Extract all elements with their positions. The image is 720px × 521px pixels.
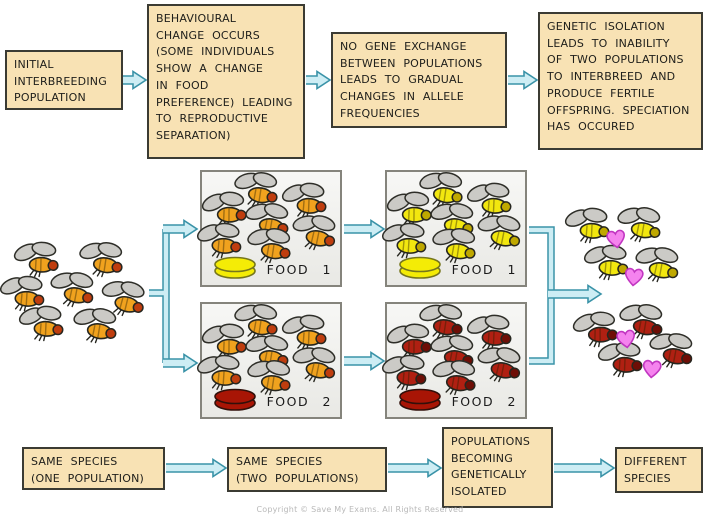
fly-icon-red <box>645 328 695 371</box>
flow-arrow-icon <box>554 458 616 478</box>
food-label: FOOD 2 <box>451 394 517 409</box>
fly-icon-orange <box>10 238 60 280</box>
food-label: FOOD 2 <box>266 394 332 409</box>
food-label: FOOD 1 <box>451 262 517 277</box>
fly-icon-orange <box>75 238 125 279</box>
flow-arrow-icon <box>344 351 386 371</box>
flow-arrow-icon <box>306 70 332 90</box>
flow-box-initial-population: INITIAL INTERBREEDING POPULATION <box>5 50 123 110</box>
fly-icon-orange <box>46 267 96 310</box>
fly-icon-yellow <box>561 204 611 245</box>
heart-icon <box>605 229 627 250</box>
enclosure-food1-initial: FOOD 1 <box>200 170 342 287</box>
flow-arrow-icon <box>166 458 228 478</box>
fly-icon-red <box>569 307 620 350</box>
enclosure-food2-adapted: FOOD 2 <box>385 302 527 419</box>
flow-arrow-icon <box>344 219 386 239</box>
fly-icon-yellow <box>581 241 629 282</box>
flow-arrow-icon <box>123 70 148 90</box>
food-label: FOOD 1 <box>266 262 332 277</box>
fly-icon-red <box>594 338 644 379</box>
flow-box-genetically-isolated: POPULATIONS BECOMING GENETICALLY ISOLATE… <box>442 427 553 508</box>
fly-icon-orange <box>69 303 119 345</box>
fly-icon-orange <box>96 275 148 319</box>
food1-icon <box>399 256 441 279</box>
fly-icon-yellow <box>631 242 681 285</box>
flow-box-no-gene-exchange: NO GENE EXCHANGE BETWEEN POPULATIONS LEA… <box>331 32 507 128</box>
copyright-text: Copyright © Save My Exams. All Rights Re… <box>256 505 464 514</box>
fly-icon-red <box>615 299 665 341</box>
flow-box-same-species-two: SAME SPECIES (TWO POPULATIONS) <box>227 447 387 492</box>
flow-arrow-icon <box>388 458 443 478</box>
food1-icon <box>214 256 256 279</box>
food2-icon <box>214 388 256 411</box>
heart-icon <box>641 359 663 380</box>
flow-box-different-species: DIFFERENT SPECIES <box>615 447 703 493</box>
fly-icon-orange <box>0 272 45 313</box>
flow-box-behavioural-change: BEHAVIOURAL CHANGE OCCURS (SOME INDIVIDU… <box>147 4 305 159</box>
fly-icon-orange <box>15 302 65 343</box>
food2-icon <box>399 388 441 411</box>
flow-arrow-icon <box>548 284 603 304</box>
flow-arrow-icon <box>508 70 539 90</box>
fly-icon-yellow <box>613 202 663 244</box>
enclosure-food2-initial: FOOD 2 <box>200 302 342 419</box>
enclosure-food1-adapted: FOOD 1 <box>385 170 527 287</box>
flow-box-genetic-isolation: GENETIC ISOLATION LEADS TO INABILITY OF … <box>538 12 703 150</box>
flow-arrow-icon <box>163 353 199 373</box>
flow-arrow-icon <box>163 219 199 239</box>
heart-icon <box>615 329 637 350</box>
heart-icon <box>623 267 645 288</box>
flow-box-same-species-one: SAME SPECIES (ONE POPULATION) <box>22 447 165 490</box>
